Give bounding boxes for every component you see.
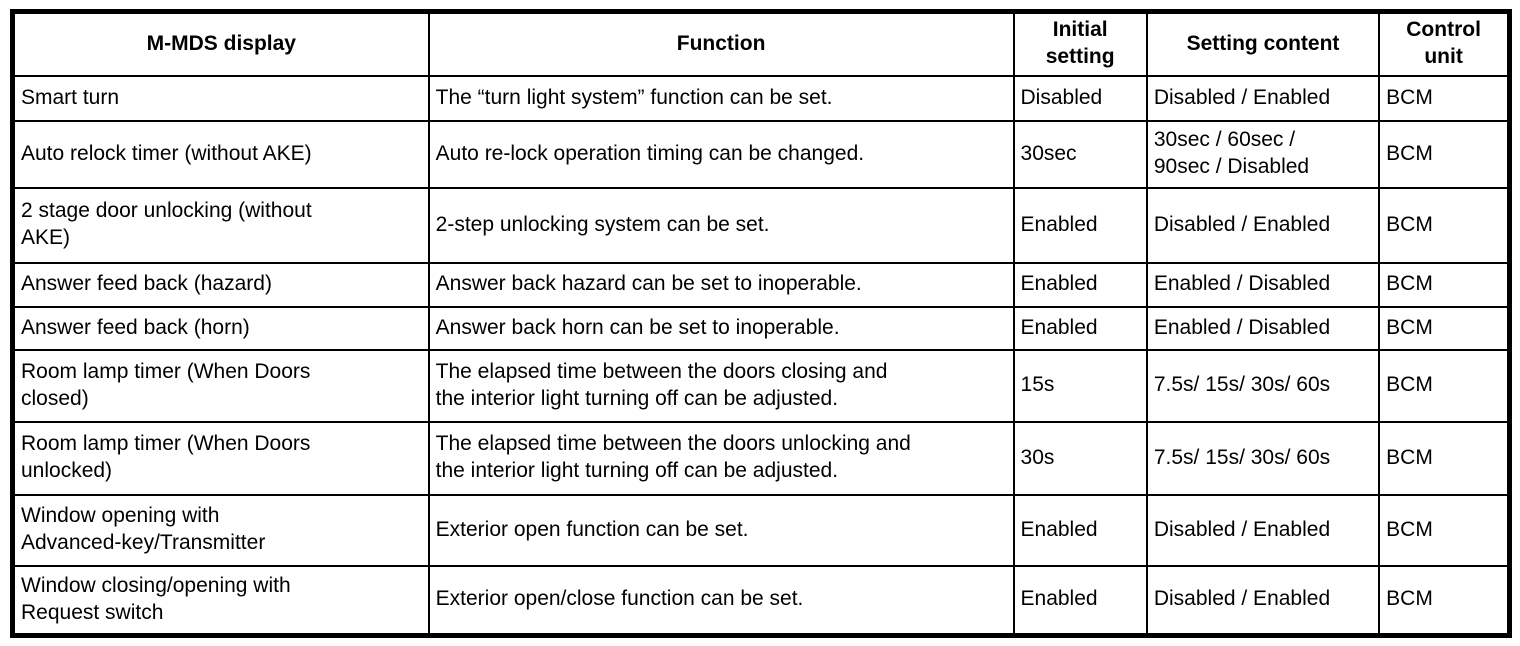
- cell-function: Exterior open function can be set.: [427, 493, 1015, 567]
- cell-mmds-display: 2 stage door unlocking (without AKE): [11, 186, 430, 264]
- mmds-settings-table: M-MDS display Function Initial setting S…: [10, 9, 1512, 638]
- cell-control-unit: BCM: [1378, 119, 1511, 189]
- cell-mmds-display: Room lamp timer (When Doors unlocked): [11, 420, 430, 496]
- cell-mmds-display: Window closing/opening with Request swit…: [11, 564, 430, 637]
- cell-initial-setting: Enabled: [1012, 305, 1148, 351]
- table-row: Smart turn The “turn light system” funct…: [11, 74, 1511, 122]
- cell-control-unit: BCM: [1378, 261, 1511, 308]
- cell-function: The “turn light system” function can be …: [427, 74, 1015, 122]
- cell-setting-content: 7.5s/ 15s/ 30s/ 60s: [1145, 420, 1381, 496]
- table-row: Window opening with Advanced-key/Transmi…: [11, 493, 1511, 567]
- cell-setting-content: 7.5s/ 15s/ 30s/ 60s: [1145, 348, 1381, 423]
- column-header-control-unit: Control unit: [1378, 10, 1511, 77]
- cell-function: Answer back horn can be set to inoperabl…: [427, 305, 1015, 351]
- cell-setting-content: Disabled / Enabled: [1145, 493, 1381, 567]
- table-row: Answer feed back (hazard) Answer back ha…: [11, 261, 1511, 308]
- cell-control-unit: BCM: [1378, 420, 1511, 496]
- cell-control-unit: BCM: [1378, 564, 1511, 637]
- cell-initial-setting: Disabled: [1012, 74, 1148, 122]
- cell-initial-setting: 30sec: [1012, 119, 1148, 189]
- column-header-mmds-display: M-MDS display: [11, 10, 430, 77]
- cell-setting-content: Disabled / Enabled: [1145, 74, 1381, 122]
- cell-setting-content: Enabled / Disabled: [1145, 305, 1381, 351]
- table-header-row: M-MDS display Function Initial setting S…: [11, 10, 1511, 77]
- table-row: 2 stage door unlocking (without AKE) 2-s…: [11, 186, 1511, 264]
- cell-initial-setting: Enabled: [1012, 186, 1148, 264]
- cell-initial-setting: Enabled: [1012, 261, 1148, 308]
- cell-mmds-display: Answer feed back (horn): [11, 305, 430, 351]
- cell-control-unit: BCM: [1378, 186, 1511, 264]
- cell-function: Exterior open/close function can be set.: [427, 564, 1015, 637]
- cell-control-unit: BCM: [1378, 74, 1511, 122]
- cell-control-unit: BCM: [1378, 305, 1511, 351]
- cell-mmds-display: Answer feed back (hazard): [11, 261, 430, 308]
- cell-setting-content: Enabled / Disabled: [1145, 261, 1381, 308]
- cell-initial-setting: 15s: [1012, 348, 1148, 423]
- cell-mmds-display: Room lamp timer (When Doors closed): [11, 348, 430, 423]
- cell-function: 2-step unlocking system can be set.: [427, 186, 1015, 264]
- cell-function: Auto re-lock operation timing can be cha…: [427, 119, 1015, 189]
- table-row: Room lamp timer (When Doors closed) The …: [11, 348, 1511, 423]
- cell-setting-content: Disabled / Enabled: [1145, 564, 1381, 637]
- cell-initial-setting: Enabled: [1012, 493, 1148, 567]
- cell-function: The elapsed time between the doors unloc…: [427, 420, 1015, 496]
- table-row: Room lamp timer (When Doors unlocked) Th…: [11, 420, 1511, 496]
- cell-control-unit: BCM: [1378, 348, 1511, 423]
- column-header-setting-content: Setting content: [1145, 10, 1381, 77]
- column-header-function: Function: [427, 10, 1015, 77]
- cell-function: Answer back hazard can be set to inopera…: [427, 261, 1015, 308]
- cell-setting-content: 30sec / 60sec / 90sec / Disabled: [1145, 119, 1381, 189]
- cell-mmds-display: Window opening with Advanced-key/Transmi…: [11, 493, 430, 567]
- cell-setting-content: Disabled / Enabled: [1145, 186, 1381, 264]
- table-row: Window closing/opening with Request swit…: [11, 564, 1511, 637]
- column-header-initial-setting: Initial setting: [1012, 10, 1148, 77]
- cell-initial-setting: Enabled: [1012, 564, 1148, 637]
- cell-mmds-display: Smart turn: [11, 74, 430, 122]
- cell-control-unit: BCM: [1378, 493, 1511, 567]
- cell-function: The elapsed time between the doors closi…: [427, 348, 1015, 423]
- cell-mmds-display: Auto relock timer (without AKE): [11, 119, 430, 189]
- table-row: Answer feed back (horn) Answer back horn…: [11, 305, 1511, 351]
- cell-initial-setting: 30s: [1012, 420, 1148, 496]
- table-row: Auto relock timer (without AKE) Auto re-…: [11, 119, 1511, 189]
